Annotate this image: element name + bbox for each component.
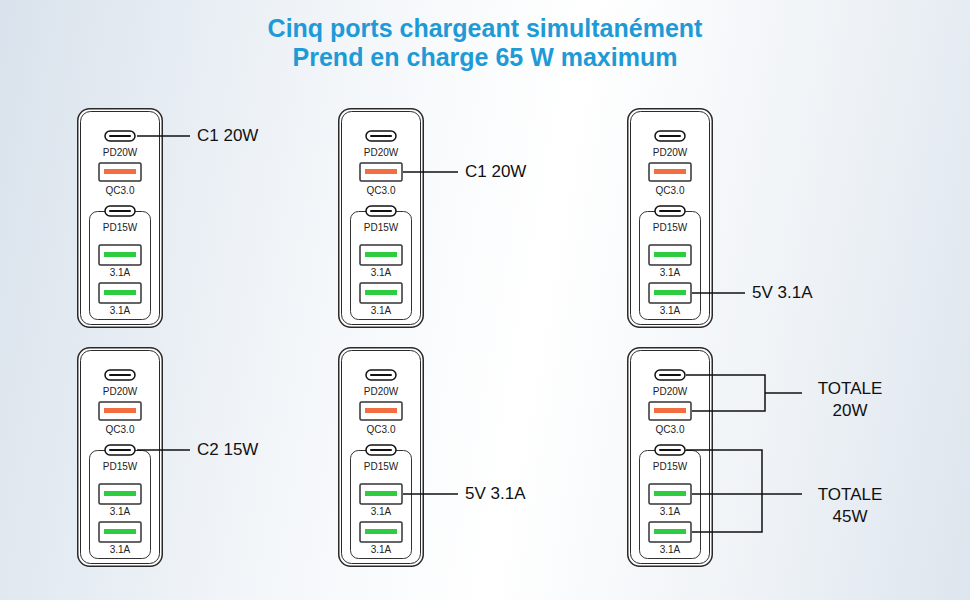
port-label: 3.1A [371, 305, 392, 316]
charger-panel: PD20W QC3.0PD15W 3.1A 3.1A [77, 108, 163, 328]
port-label: QC3.0 [106, 185, 135, 196]
charger-body [78, 109, 163, 328]
port-label: PD15W [364, 222, 398, 233]
port-group: PD15W 3.1A 3.1A [639, 208, 701, 320]
port-label: PD20W [364, 386, 398, 397]
callout-label: C1 20W [465, 161, 526, 183]
port-label: 3.1A [110, 544, 131, 555]
port-label: 3.1A [660, 305, 681, 316]
port-group: PD15W 3.1A 3.1A [350, 208, 412, 320]
port-label: 3.1A [371, 544, 392, 555]
charger-body [628, 109, 713, 328]
port-label: PD20W [103, 386, 137, 397]
port-label: QC3.0 [367, 424, 396, 435]
port-label: QC3.0 [656, 424, 685, 435]
port-label: 3.1A [110, 305, 131, 316]
port-group: PD15W 3.1A 3.1A [89, 447, 151, 559]
port-label: 3.1A [371, 267, 392, 278]
port-label: QC3.0 [106, 424, 135, 435]
port-label: 3.1A [371, 506, 392, 517]
port-label: PD15W [653, 461, 687, 472]
callout-label: 5V 3.1A [752, 282, 813, 304]
port-label: PD20W [364, 147, 398, 158]
charger-body [339, 109, 424, 328]
charger-panel: PD20W QC3.0PD15W 3.1A 3.1A [338, 108, 424, 328]
port-label: PD20W [103, 147, 137, 158]
charger-panel: PD20W QC3.0PD15W 3.1A 3.1A [627, 108, 713, 328]
port-label: 3.1A [110, 267, 131, 278]
port-label: QC3.0 [367, 185, 396, 196]
port-label: PD20W [653, 386, 687, 397]
port-label: 3.1A [660, 267, 681, 278]
charger-panel: PD20W QC3.0PD15W 3.1A 3.1A [627, 347, 713, 567]
port-label: QC3.0 [656, 185, 685, 196]
diagram-title: Cinq ports chargeant simultanément Prend… [235, 14, 735, 72]
port-label: 3.1A [660, 544, 681, 555]
callout-label: 5V 3.1A [465, 483, 526, 505]
callout-label: TOTALE 45W [808, 484, 892, 528]
port-label: PD15W [653, 222, 687, 233]
port-label: PD15W [103, 222, 137, 233]
port-group: PD15W 3.1A 3.1A [639, 447, 701, 559]
callout-label: TOTALE 20W [808, 378, 892, 422]
port-label: PD15W [103, 461, 137, 472]
port-label: 3.1A [110, 506, 131, 517]
callout-label: C2 15W [197, 439, 258, 461]
port-group: PD15W 3.1A 3.1A [89, 208, 151, 320]
charger-panel: PD20W QC3.0PD15W 3.1A 3.1A [338, 347, 424, 567]
port-label: PD20W [653, 147, 687, 158]
leader-lines [137, 136, 802, 532]
port-group: PD15W 3.1A 3.1A [350, 447, 412, 559]
port-label: PD15W [364, 461, 398, 472]
charger-body [78, 348, 163, 567]
charger-body [628, 348, 713, 567]
callout-label: C1 20W [197, 125, 258, 147]
charger-body [339, 348, 424, 567]
charger-panel: PD20W QC3.0PD15W 3.1A 3.1A [77, 347, 163, 567]
port-label: 3.1A [660, 506, 681, 517]
